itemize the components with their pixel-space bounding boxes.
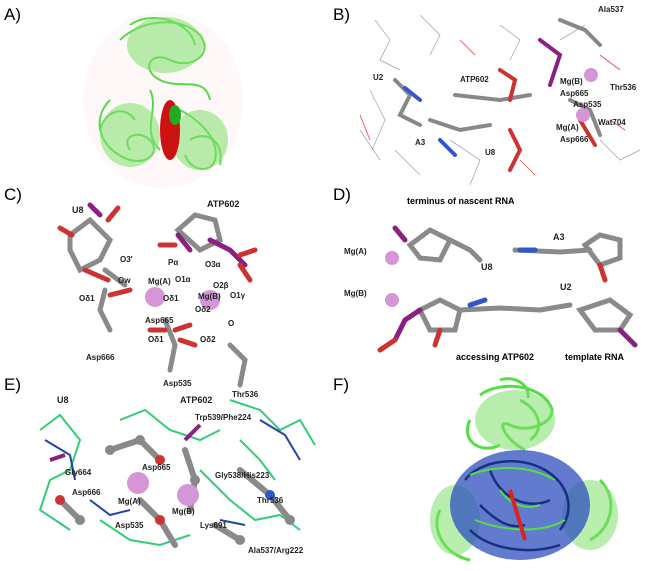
label-wat704: Wat704 xyxy=(598,118,626,127)
stick-residues-b xyxy=(393,18,602,172)
label-c-asp665: Asp665 xyxy=(145,316,174,325)
label-mgb: Mg(B) xyxy=(560,77,583,86)
label-c-mgb: Mg(B) xyxy=(198,292,221,301)
label-c-od1-a: Oδ1 xyxy=(79,294,95,303)
panel-a-label: A) xyxy=(4,5,21,24)
protein-ribbon-green-fill xyxy=(100,17,228,170)
stick-structure-c xyxy=(57,202,258,388)
panel-b: B) Ala537 U2 ATP602 Mg(B) xyxy=(333,5,641,186)
label-d-mga: Mg(A) xyxy=(344,247,367,256)
mg-b-sphere-d xyxy=(385,293,399,307)
label-thr536: Thr536 xyxy=(610,83,637,92)
label-d-a3: A3 xyxy=(553,232,565,242)
thin-line-red xyxy=(359,39,626,176)
active-site-red xyxy=(160,100,181,160)
label-c-o1g: O1γ xyxy=(230,291,246,300)
label-c-u8: U8 xyxy=(72,205,84,215)
label-c-asp666: Asp666 xyxy=(86,353,115,362)
label-c-o2b: O2β xyxy=(213,281,229,290)
label-e-asp665: Asp665 xyxy=(142,463,171,472)
nascent-rna-red xyxy=(508,489,527,541)
mg-b-sphere xyxy=(584,68,598,82)
label-c-o3a: O3α xyxy=(205,260,221,269)
label-c-od2-b: Oδ2 xyxy=(200,335,216,344)
label-mga: Mg(A) xyxy=(556,123,579,132)
panel-f-label: F) xyxy=(333,375,349,394)
label-c-od2-a: Oδ2 xyxy=(195,305,211,314)
label-c-o3p: O3′ xyxy=(120,255,133,264)
panel-e-label: E) xyxy=(4,375,21,394)
panel-b-label: B) xyxy=(333,5,350,24)
caption-template-rna: template RNA xyxy=(565,352,625,362)
stick-structure-d xyxy=(377,225,638,353)
label-c-pa: Pα xyxy=(168,258,178,267)
label-u8: U8 xyxy=(485,148,496,157)
label-e-asp666: Asp666 xyxy=(72,488,101,497)
panel-c-label: C) xyxy=(4,185,22,204)
label-c-atp: ATP602 xyxy=(207,199,239,209)
caption-terminus: terminus of nascent RNA xyxy=(407,196,515,206)
label-e-ala537: Ala537/Arg222 xyxy=(248,546,304,555)
label-c-o1a: O1α xyxy=(175,275,191,284)
label-c-asp535: Asp535 xyxy=(163,379,192,388)
label-e-gly664: Gly664 xyxy=(65,468,92,477)
label-a3: A3 xyxy=(415,138,426,147)
label-u2: U2 xyxy=(373,73,384,82)
panel-a: A) xyxy=(4,5,243,188)
label-e-mga: Mg(A) xyxy=(118,497,141,506)
label-c-od1-c: Oδ1 xyxy=(148,335,164,344)
label-asp666: Asp666 xyxy=(560,135,589,144)
label-c-od1-b: Oδ1 xyxy=(163,294,179,303)
label-e-trp: Trp539/Phe224 xyxy=(195,413,252,422)
panel-f: F) xyxy=(333,375,618,562)
protein-ribbon-blue-lines xyxy=(464,460,570,552)
mg-a-sphere-c xyxy=(145,287,165,307)
mg-b-sphere-c xyxy=(200,290,220,310)
label-e-gly538: Gly538/His223 xyxy=(215,471,270,480)
label-c-mga: Mg(A) xyxy=(148,277,171,286)
caption-accessing-atp: accessing ATP602 xyxy=(456,352,534,362)
phosphate-purple xyxy=(49,423,202,462)
label-e-mgb: Mg(B) xyxy=(172,507,195,516)
label-e-asp535: Asp535 xyxy=(115,521,144,530)
label-d-u2: U2 xyxy=(560,282,572,292)
mg-b-sphere-e xyxy=(177,484,199,506)
mg-a-sphere-d xyxy=(385,251,399,265)
label-e-atp: ATP602 xyxy=(180,395,212,405)
panel-e: E) xyxy=(4,375,316,555)
label-d-mgb: Mg(B) xyxy=(344,289,367,298)
overlay-blue-lines xyxy=(44,419,301,526)
label-ala537: Ala537 xyxy=(598,5,624,14)
label-e-thr536: Thr536 xyxy=(257,496,284,505)
ball-atoms xyxy=(55,435,295,545)
label-c-thr536: Thr536 xyxy=(232,390,259,399)
label-c-o: O xyxy=(228,319,234,328)
mg-a-sphere xyxy=(576,108,590,122)
label-asp665: Asp665 xyxy=(560,89,589,98)
label-c-ow: Ow xyxy=(118,276,131,285)
mg-a-sphere-e xyxy=(127,472,149,494)
thin-line-background xyxy=(359,14,641,186)
label-asp535: Asp535 xyxy=(573,100,602,109)
panel-d-label: D) xyxy=(333,185,351,204)
panel-c: C) U8 ATP602 Pα O3α O3′ xyxy=(4,185,259,399)
label-d-u8: U8 xyxy=(481,262,493,272)
overlay-green-lines xyxy=(38,399,316,547)
panel-d: D) terminus of nascent RNA A3 Mg(A) U8 M… xyxy=(333,185,638,362)
label-e-lys691: Lys691 xyxy=(200,521,227,530)
label-atp602: ATP602 xyxy=(460,75,489,84)
label-e-u8: U8 xyxy=(57,395,69,405)
